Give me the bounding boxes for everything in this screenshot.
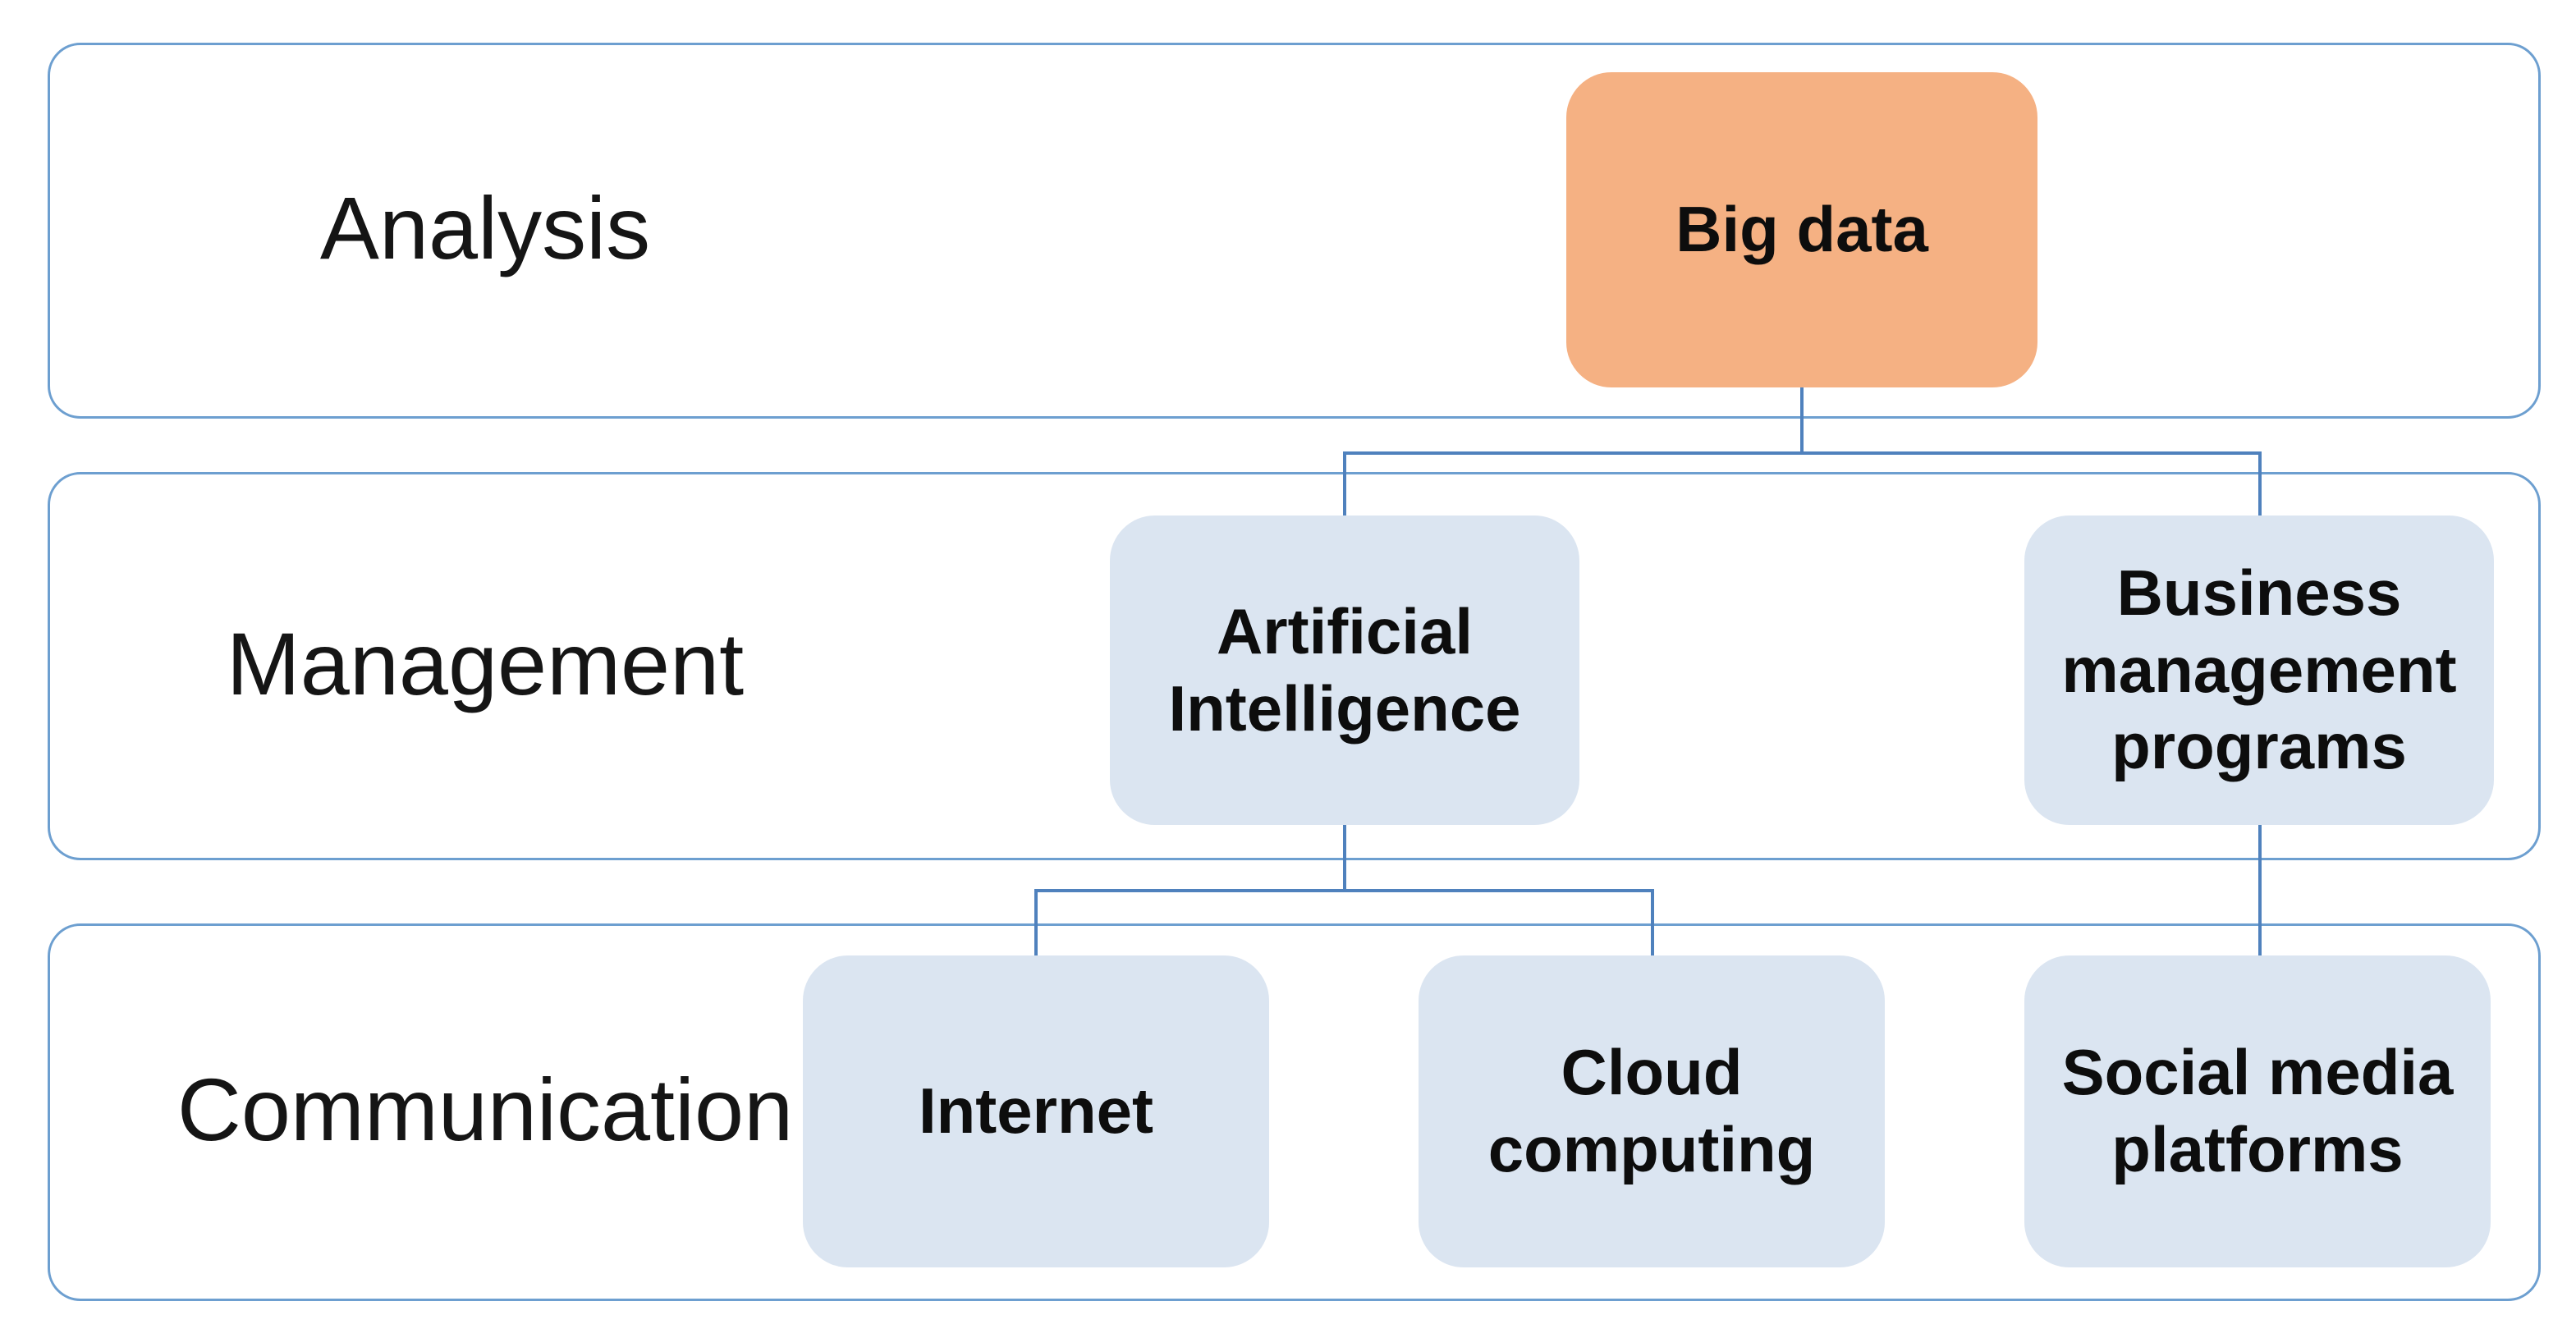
band-analysis: Analysis — [48, 43, 2541, 419]
connector-to-internet — [1034, 889, 1038, 957]
band-label-communication: Communication — [176, 1059, 794, 1159]
band-label-management: Management — [226, 613, 745, 713]
node-social-media-platforms-label: Social media platforms — [2061, 1036, 2454, 1185]
connector-bigdata-stem — [1800, 387, 1804, 455]
connector-to-cloud-computing — [1651, 889, 1654, 957]
node-big-data-label: Big data — [1675, 193, 1928, 266]
node-artificial-intelligence: Artificial Intelligence — [1110, 515, 1579, 825]
connector-to-business-management-programs — [2258, 451, 2262, 517]
node-internet-label: Internet — [918, 1075, 1154, 1148]
band-label-analysis: Analysis — [319, 177, 651, 277]
connector-to-artificial-intelligence — [1343, 451, 1346, 517]
node-business-management-programs-label: Business management programs — [2061, 557, 2457, 783]
node-cloud-computing: Cloud computing — [1419, 955, 1885, 1267]
connector-level2-bar — [1034, 889, 1654, 892]
connector-level1-bar — [1343, 451, 2262, 455]
connector-to-social-media-platforms — [2258, 823, 2262, 957]
connector-ai-stem — [1343, 823, 1346, 892]
node-big-data: Big data — [1566, 72, 2037, 387]
node-business-management-programs: Business management programs — [2024, 515, 2494, 825]
node-internet: Internet — [803, 955, 1269, 1267]
node-artificial-intelligence-label: Artificial Intelligence — [1168, 594, 1521, 745]
node-cloud-computing-label: Cloud computing — [1487, 1036, 1816, 1185]
node-social-media-platforms: Social media platforms — [2024, 955, 2491, 1267]
